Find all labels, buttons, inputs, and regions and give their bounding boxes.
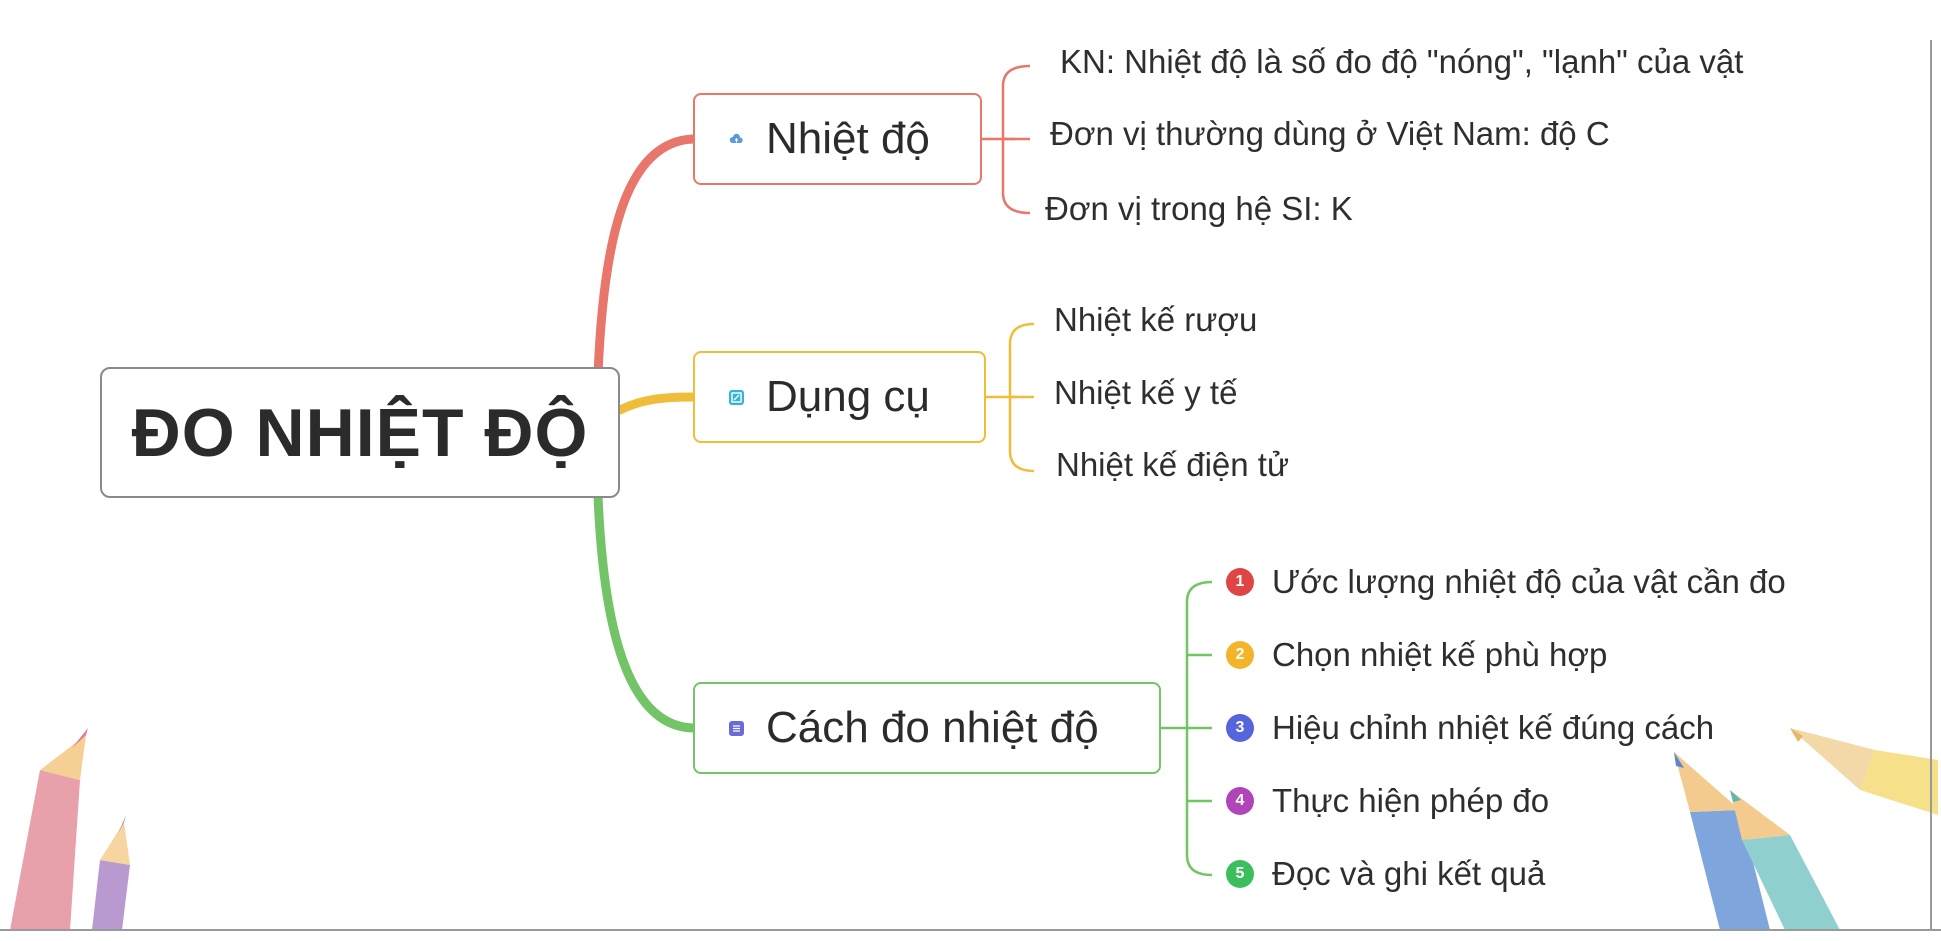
- step-number-badge: 3: [1226, 714, 1254, 742]
- pencil-icon: [10, 728, 88, 930]
- step-number-badge: 2: [1226, 641, 1254, 669]
- branch-label: Cách đo nhiệt độ: [766, 703, 1099, 752]
- branch-label: Dụng cụ: [766, 372, 930, 421]
- leaf-unit-si: Đơn vị trong hệ SI: K: [1045, 190, 1353, 227]
- step-connectors-branch3: [1161, 580, 1213, 877]
- pencil-icon: [1730, 790, 1840, 930]
- step-text: Ước lượng nhiệt độ của vật cần đo: [1272, 563, 1786, 600]
- leaf-connectors-branch2: [986, 322, 1035, 473]
- step-item: 4 Thực hiện phép đo: [1226, 782, 1549, 820]
- leaf-nhiet-ke-y-te: Nhiệt kế y tế: [1054, 374, 1238, 411]
- step-number-badge: 1: [1226, 568, 1254, 596]
- connector-root-branch3: [593, 490, 698, 733]
- step-text: Hiệu chỉnh nhiệt kế đúng cách: [1272, 709, 1715, 746]
- step-number-badge: 5: [1226, 860, 1254, 888]
- frame-border-bottom: [0, 929, 1941, 931]
- pencil-icon: [1674, 752, 1770, 930]
- step-item: 5 Đọc và ghi kết quả: [1226, 855, 1545, 893]
- branch-dung-cu[interactable]: Dụng cụ: [693, 351, 986, 443]
- connector-root-branch1: [593, 134, 698, 380]
- pencil-icon: [92, 815, 130, 930]
- branch-nhiet-do[interactable]: Nhiệt độ: [693, 93, 982, 185]
- step-number-badge: 4: [1226, 787, 1254, 815]
- step-item: 2 Chọn nhiệt kế phù hợp: [1226, 636, 1607, 674]
- step-text: Đọc và ghi kết quả: [1272, 855, 1546, 892]
- step-text: Thực hiện phép đo: [1272, 782, 1550, 819]
- frame-border-right: [1930, 40, 1932, 931]
- leaf-definition: KN: Nhiệt độ là số đo độ "nóng", "lạnh" …: [1060, 43, 1744, 80]
- leaf-unit-vietnam: Đơn vị thường dùng ở Việt Nam: độ C: [1050, 115, 1610, 152]
- branch-cach-do[interactable]: Cách đo nhiệt độ: [693, 682, 1161, 774]
- connector-root-branch2: [615, 392, 698, 415]
- step-text: Chọn nhiệt kế phù hợp: [1272, 636, 1608, 673]
- cloud-upload-icon: [729, 132, 744, 147]
- step-item: 3 Hiệu chỉnh nhiệt kế đúng cách: [1226, 709, 1714, 747]
- root-title: ĐO NHIỆT ĐỘ: [131, 394, 589, 471]
- leaf-nhiet-ke-ruou: Nhiệt kế rượu: [1054, 301, 1258, 338]
- step-item: 1 Ước lượng nhiệt độ của vật cần đo: [1226, 563, 1786, 601]
- edit-square-icon: [729, 389, 744, 405]
- leaf-nhiet-ke-dien-tu: Nhiệt kế điện tử: [1056, 446, 1290, 483]
- branch-label: Nhiệt độ: [766, 114, 930, 163]
- root-node[interactable]: ĐO NHIỆT ĐỘ: [100, 367, 620, 498]
- pencil-icon: [1790, 728, 1938, 815]
- leaf-connectors-branch1: [982, 64, 1031, 215]
- list-icon: [729, 720, 744, 736]
